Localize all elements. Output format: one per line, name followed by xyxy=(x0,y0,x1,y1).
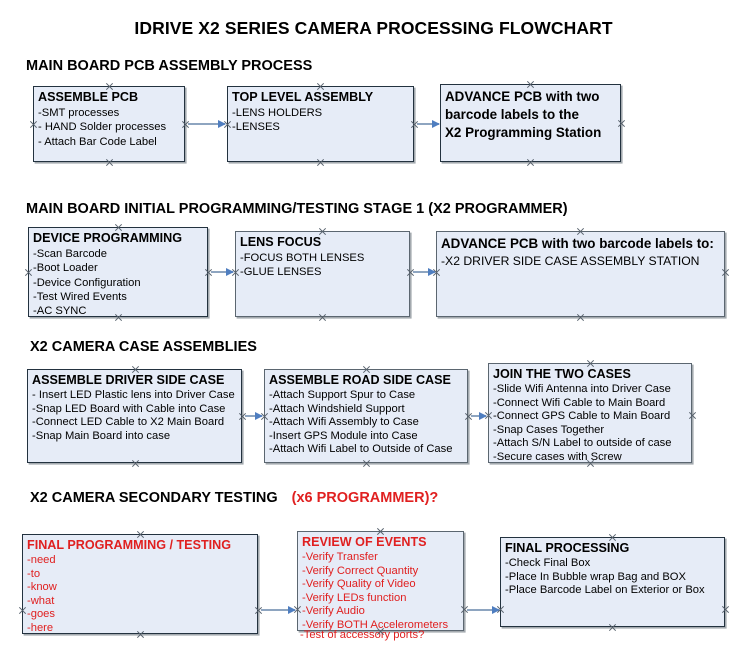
box-line: -Attach Wifi Assembly to Case xyxy=(269,416,419,429)
box-line: -Snap Cases Together xyxy=(493,423,605,436)
box-line: -Verify Audio xyxy=(302,605,365,618)
arrow-driver-side-to-road-side xyxy=(245,411,263,420)
process-box-advance-pcb-driver-side-case[interactable]: ADVANCE PCB with two barcode labels to: … xyxy=(436,231,725,317)
arrow-review-of-events-to-final-processing xyxy=(467,605,500,614)
arrow-final-programming-to-review-of-events xyxy=(261,605,296,614)
arrow-lens-focus-to-advance-pcb-driver-side xyxy=(413,267,436,276)
page-title: IDRIVE X2 SERIES CAMERA PROCESSING FLOWC… xyxy=(134,18,613,38)
section-heading-text: X2 CAMERA CASE ASSEMBLIES xyxy=(30,339,257,355)
box-line: -to xyxy=(27,567,41,580)
section-heading-text: MAIN BOARD INITIAL PROGRAMMING/TESTING S… xyxy=(26,201,568,217)
process-box-device-programming[interactable]: DEVICE PROGRAMMING -Scan Barcode -Boot L… xyxy=(28,227,208,317)
box-line: -AC SYNC xyxy=(33,305,87,318)
process-box-review-of-events[interactable]: REVIEW OF EVENTS -Verify Transfer -Verif… xyxy=(297,531,464,631)
box-title: LENS FOCUS xyxy=(240,235,322,249)
box-title-line: X2 Programming Station xyxy=(445,125,602,140)
process-box-join-the-two-cases[interactable]: JOIN THE TWO CASES -Slide Wifi Antenna i… xyxy=(488,363,692,463)
box-title-line: barcode labels to the xyxy=(445,107,579,122)
box-line: -Attach S/N Label to outside of case xyxy=(493,437,672,450)
process-box-assemble-road-side-case[interactable]: ASSEMBLE ROAD SIDE CASE -Attach Support … xyxy=(264,369,468,463)
box-line: -Device Configuration xyxy=(33,276,141,289)
box-line: -goes xyxy=(27,608,55,621)
box-line: -SMT processes xyxy=(38,107,120,119)
section-heading-x2-camera-secondary-testing: X2 CAMERA SECONDARY TESTING (x6 PROGRAMM… xyxy=(30,490,438,506)
box-line: -what xyxy=(27,594,55,607)
box-line: -know xyxy=(27,581,57,594)
process-box-final-processing[interactable]: FINAL PROCESSING -Check Final Box -Place… xyxy=(500,537,725,627)
box-line: -Verify Transfer xyxy=(302,551,378,563)
box-line: -Verify BOTH Accelerometers xyxy=(302,618,449,631)
box-line: - HAND Solder processes xyxy=(38,121,167,134)
box-title: REVIEW OF EVENTS xyxy=(302,535,427,549)
box-line: - Insert LED Plastic lens into Driver Ca… xyxy=(32,389,235,401)
box-line: -Attach Wifi Label to Outside of Case xyxy=(269,443,453,456)
box-overflow-line: -Test of accessory ports? xyxy=(300,629,425,641)
box-title: ADVANCE PCB with two barcode labels to: xyxy=(441,236,714,251)
section-heading-accent: (x6 PROGRAMMER)? xyxy=(291,490,439,506)
box-line: -LENS HOLDERS xyxy=(232,107,323,119)
box-title: ASSEMBLE ROAD SIDE CASE xyxy=(269,373,451,387)
section-heading-main-board-pcb-assembly: MAIN BOARD PCB ASSEMBLY PROCESS xyxy=(26,58,312,74)
section-heading-x2-camera-case-assemblies: X2 CAMERA CASE ASSEMBLIES xyxy=(30,339,257,355)
box-line: -Check Final Box xyxy=(505,557,591,569)
box-line: -Connect Wifi Cable to Main Board xyxy=(493,396,666,409)
arrow-assemble-pcb-to-top-level-assembly xyxy=(188,119,226,128)
box-line: -need xyxy=(27,554,56,566)
box-line: -X2 DRIVER SIDE CASE ASSEMBLY STATION xyxy=(441,254,700,268)
box-line: -Insert GPS Module into Case xyxy=(269,429,418,442)
box-title: DEVICE PROGRAMMING xyxy=(33,231,183,245)
box-title: TOP LEVEL ASSEMBLY xyxy=(232,90,374,104)
section-heading-text: X2 CAMERA SECONDARY TESTING xyxy=(30,490,278,506)
arrow-road-side-to-join-cases xyxy=(471,411,487,420)
box-title: FINAL PROCESSING xyxy=(505,541,630,555)
section-heading-text: MAIN BOARD PCB ASSEMBLY PROCESS xyxy=(26,58,313,74)
box-line: -Snap Main Board into case xyxy=(32,429,171,442)
arrow-top-level-assembly-to-advance-pcb xyxy=(417,119,440,128)
arrow-device-programming-to-lens-focus xyxy=(211,267,234,276)
process-box-assemble-driver-side-case[interactable]: ASSEMBLE DRIVER SIDE CASE - Insert LED P… xyxy=(27,369,242,463)
process-box-assemble-pcb[interactable]: ASSEMBLE PCB -SMT processes - HAND Solde… xyxy=(33,86,185,162)
box-line: -Verify LEDs function xyxy=(302,591,407,604)
process-box-lens-focus[interactable]: LENS FOCUS -FOCUS BOTH LENSES -GLUE LENS… xyxy=(235,231,410,317)
process-box-final-programming-testing[interactable]: FINAL PROGRAMMING / TESTING -need -to -k… xyxy=(22,534,258,634)
box-line: -Connect LED Cable to X2 Main Board xyxy=(32,416,225,429)
box-line: -GLUE LENSES xyxy=(240,266,322,279)
section-heading-main-board-initial-programming: MAIN BOARD INITIAL PROGRAMMING/TESTING S… xyxy=(26,201,568,217)
box-line: -Verify Quality of Video xyxy=(302,578,416,591)
box-line: -here xyxy=(27,621,54,634)
box-line: -Test Wired Events xyxy=(33,290,127,303)
box-title: ASSEMBLE DRIVER SIDE CASE xyxy=(32,373,225,387)
box-line: - Attach Bar Code Label xyxy=(38,135,157,148)
box-line: -Attach Support Spur to Case xyxy=(269,389,416,401)
box-title-line: ADVANCE PCB with two xyxy=(445,89,600,104)
process-box-top-level-assembly[interactable]: TOP LEVEL ASSEMBLY -LENS HOLDERS -LENSES xyxy=(227,86,414,162)
box-line: -Connect GPS Cable to Main Board xyxy=(493,410,671,423)
box-line: -Boot Loader xyxy=(33,262,98,275)
box-line: -Attach Windshield Support xyxy=(269,402,405,415)
box-line: -Scan Barcode xyxy=(33,248,108,260)
box-line: -Place In Bubble wrap Bag and BOX xyxy=(505,570,686,583)
box-title: FINAL PROGRAMMING / TESTING xyxy=(27,538,232,552)
box-title: ASSEMBLE PCB xyxy=(38,90,139,104)
box-line: -Place Barcode Label on Exterior or Box xyxy=(505,584,705,597)
box-line: -Snap LED Board with Cable into Case xyxy=(32,402,226,415)
box-line: -Slide Wifi Antenna into Driver Case xyxy=(493,383,671,395)
box-line: -FOCUS BOTH LENSES xyxy=(240,252,365,264)
process-box-advance-pcb-x2-programming-station[interactable]: ADVANCE PCB with two barcode labels to t… xyxy=(440,84,621,162)
box-title: JOIN THE TWO CASES xyxy=(493,367,631,381)
box-line: -Verify Correct Quantity xyxy=(302,564,419,577)
box-line: -LENSES xyxy=(232,121,280,134)
box-line: -Secure cases with Screw xyxy=(493,450,622,463)
